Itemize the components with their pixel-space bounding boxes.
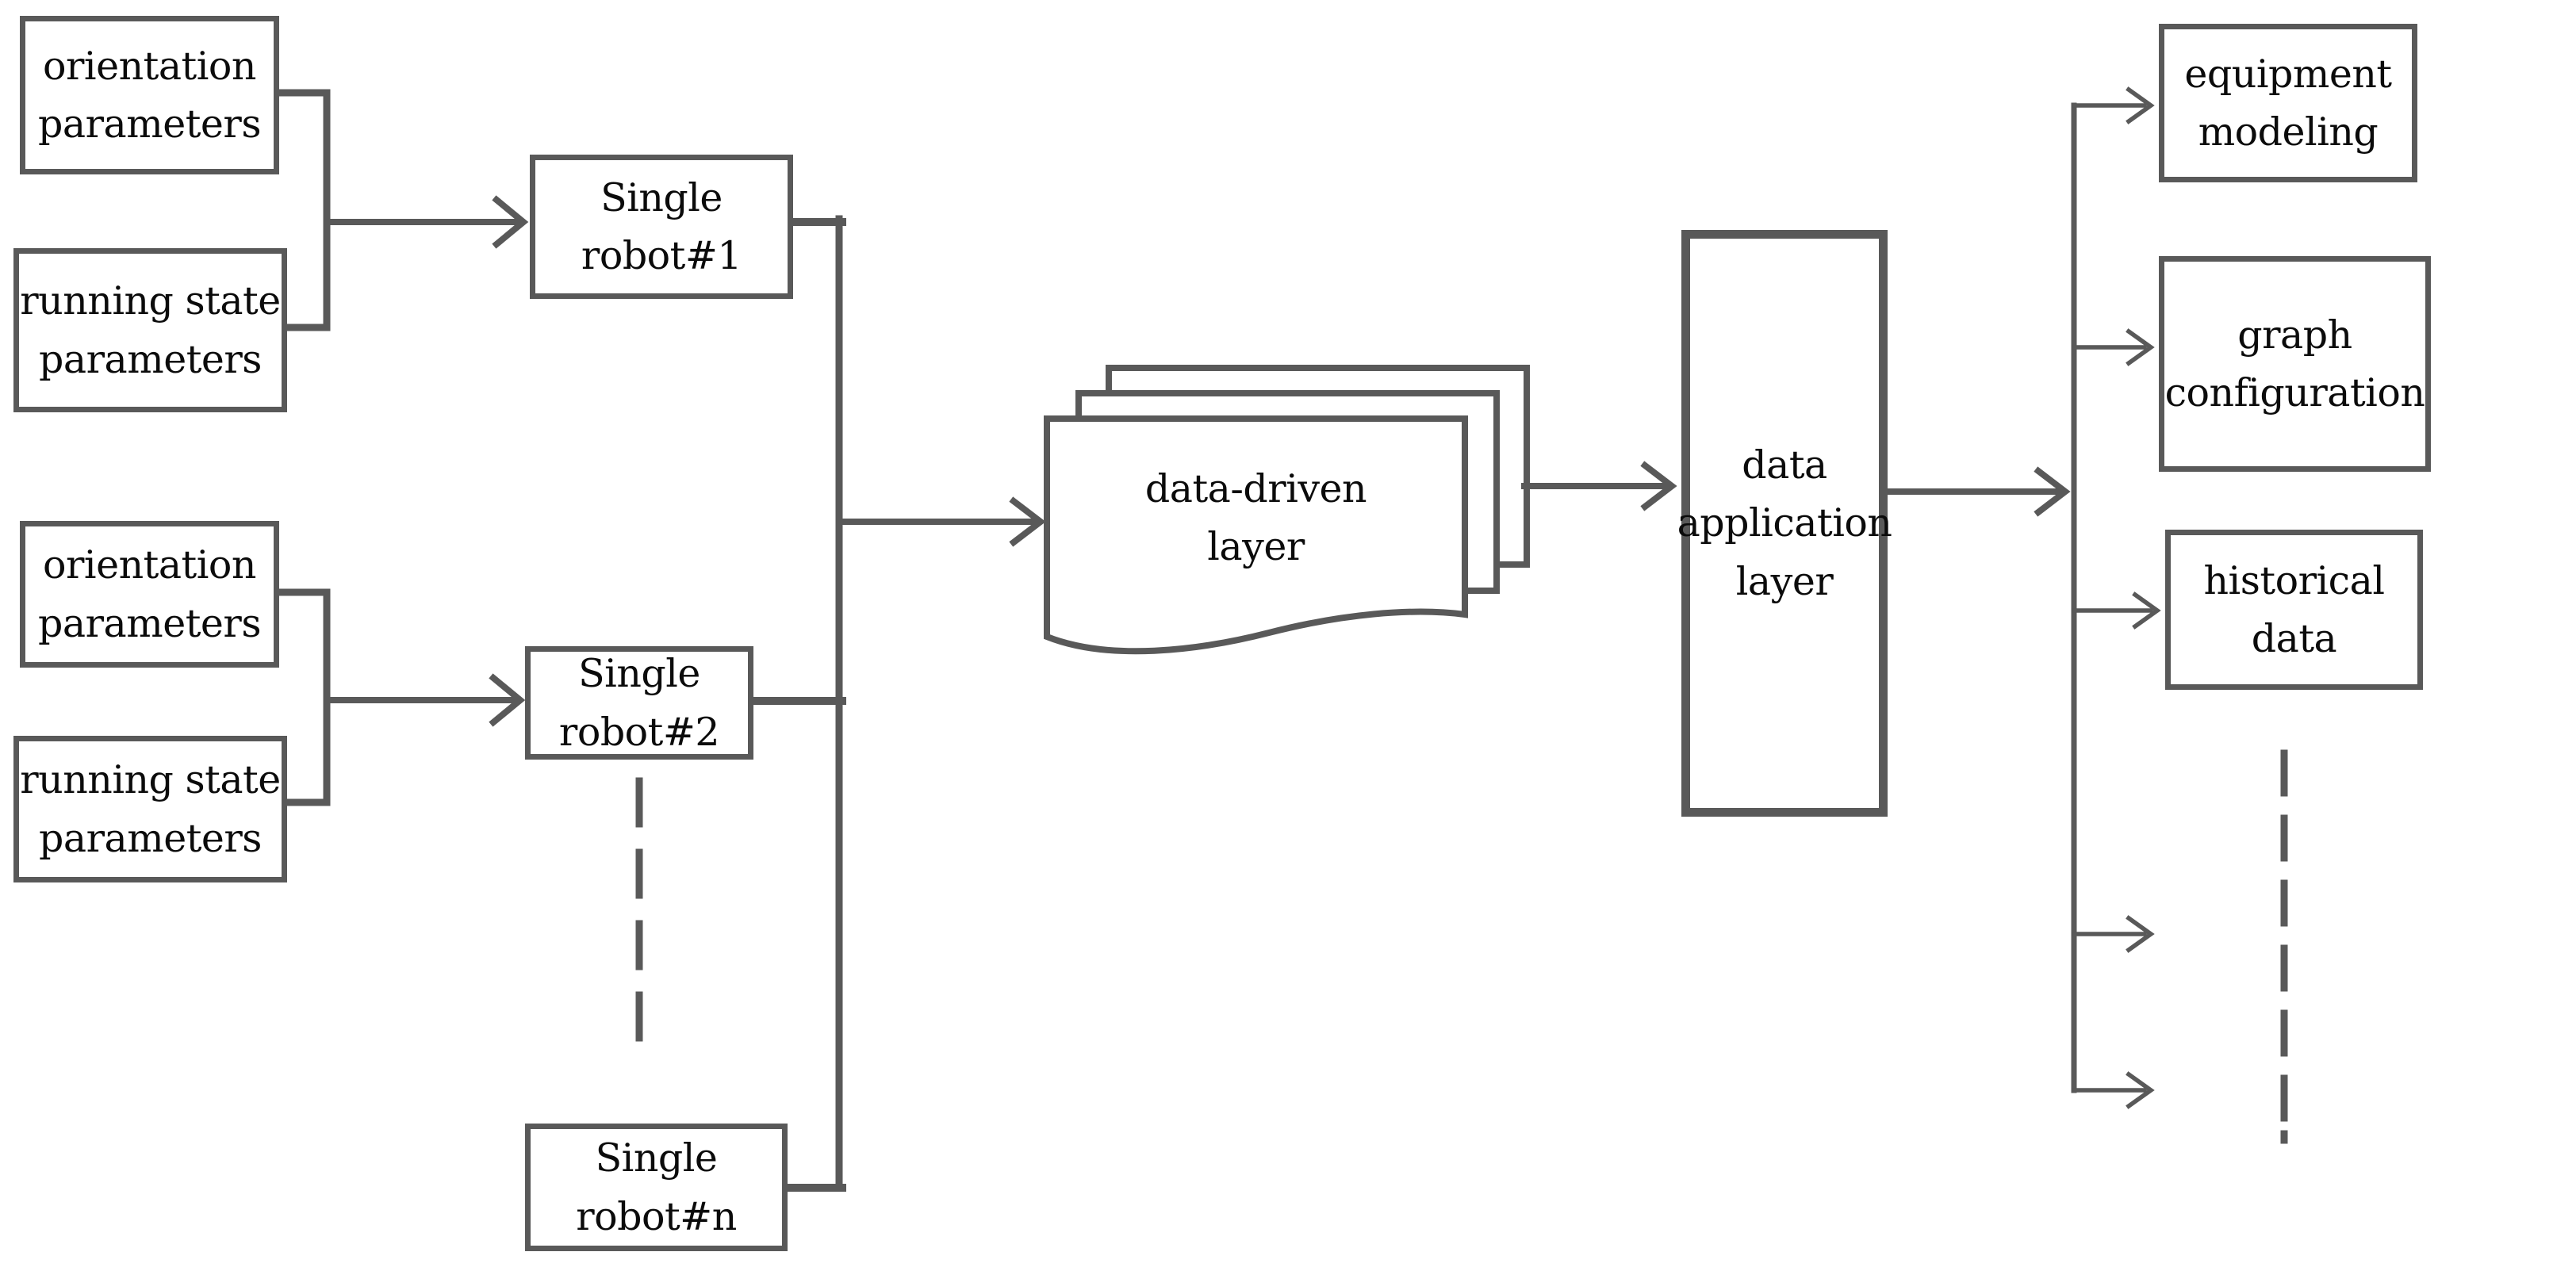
node-graph-configuration: graph configuration bbox=[2159, 256, 2431, 472]
node-single-robot-n: Single robot#n bbox=[525, 1124, 788, 1251]
node-orientation-parameters-1: orientation parameters bbox=[20, 16, 279, 174]
node-historical-data: historical data bbox=[2165, 530, 2423, 690]
arrow-fanout-to-historical-data bbox=[2072, 591, 2161, 630]
node-label: orientation parameters bbox=[38, 542, 261, 646]
arrow-inputs-to-robot1 bbox=[324, 195, 529, 249]
bracket-inputs-robot1 bbox=[275, 89, 331, 331]
node-running-state-parameters-1: running state parameters bbox=[13, 248, 287, 412]
node-label: data application layer bbox=[1677, 442, 1892, 604]
arrow-fanout-extra-1 bbox=[2072, 915, 2155, 953]
node-label: graph configuration bbox=[2164, 312, 2425, 416]
arrow-fanout-extra-2 bbox=[2072, 1071, 2155, 1109]
node-label: running state parameters bbox=[20, 757, 281, 861]
arrow-bus-to-data-driven bbox=[836, 496, 1046, 547]
node-label: historical data bbox=[2203, 557, 2386, 662]
node-single-robot-1: Single robot#1 bbox=[530, 155, 793, 299]
node-label: Single robot#n bbox=[576, 1135, 737, 1239]
arrow-fanout-to-equipment-modeling bbox=[2072, 86, 2155, 124]
node-data-driven-layer: data-driven layer bbox=[1047, 419, 1465, 617]
arrow-fanout-to-graph-configuration bbox=[2072, 328, 2155, 366]
arrow-data-driven-to-app bbox=[1521, 461, 1677, 511]
node-equipment-modeling: equipment modeling bbox=[2159, 24, 2417, 182]
arrow-app-to-fanout bbox=[1886, 466, 2071, 517]
arrow-inputs-to-robot2 bbox=[324, 673, 526, 727]
node-data-application-layer: data application layer bbox=[1677, 230, 1892, 817]
node-running-state-parameters-2: running state parameters bbox=[13, 736, 287, 882]
node-label: Single robot#1 bbox=[581, 174, 742, 279]
node-single-robot-2: Single robot#2 bbox=[525, 646, 753, 760]
node-label: running state parameters bbox=[20, 278, 281, 382]
node-orientation-parameters-2: orientation parameters bbox=[20, 521, 279, 668]
node-label: orientation parameters bbox=[38, 43, 261, 147]
document-sheet-front bbox=[1044, 415, 1468, 655]
node-label: Single robot#2 bbox=[558, 651, 720, 755]
node-label: equipment modeling bbox=[2184, 51, 2392, 155]
node-label: data-driven layer bbox=[1144, 465, 1367, 570]
